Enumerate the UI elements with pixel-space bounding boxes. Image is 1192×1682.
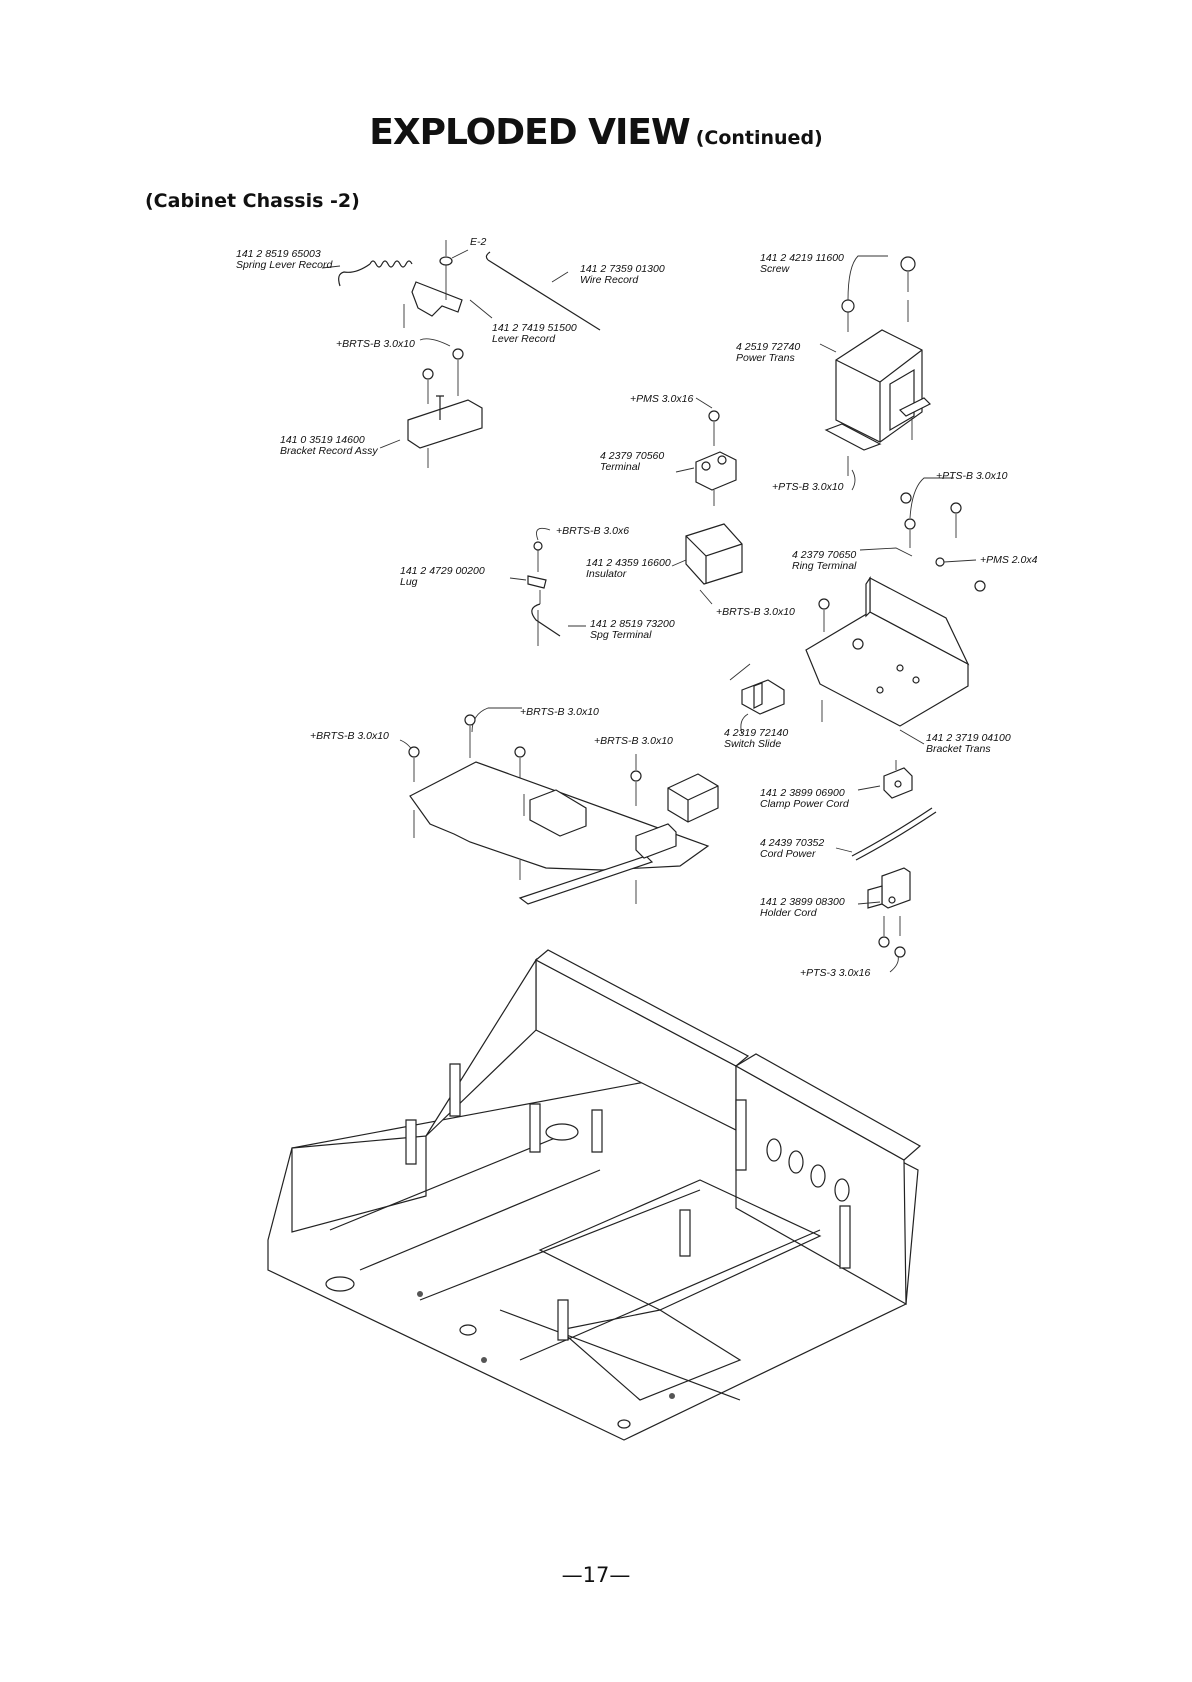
label-brts-b-screw-6: +BRTS-B 3.0x6 (556, 525, 630, 537)
label-brts-b-screw-4: +BRTS-B 3.0x10 (310, 730, 389, 742)
page-number: —17— (561, 1563, 631, 1587)
power-cord-assembly (835, 760, 937, 973)
terminal-assembly (509, 397, 743, 646)
title-suffix: (Continued) (695, 127, 823, 149)
label-brts-b-screw-1: +BRTS-B 3.0x10 (336, 338, 415, 350)
switch-slide-part (729, 663, 785, 735)
label-brts-b-screw-3: +BRTS-B 3.0x10 (520, 706, 599, 718)
label-pms-2-screw: +PMS 2.0x4 (980, 554, 1038, 566)
label-pts-b-screw-a: +PTS-B 3.0x10 (772, 481, 844, 493)
main-pcb-assembly (399, 707, 719, 905)
label-brts-b-screw-5: +BRTS-B 3.0x10 (594, 735, 673, 747)
page-title: EXPLODED VIEW(Continued) (0, 112, 1192, 153)
label-brts-b-screw-2: +BRTS-B 3.0x10 (716, 606, 795, 618)
power-transformer-assembly (819, 255, 932, 476)
label-e2: E-2 (470, 236, 487, 248)
label-pms-screw: +PMS 3.0x16 (630, 393, 694, 405)
bracket-trans-assembly (805, 469, 986, 745)
record-lever-assembly (321, 240, 601, 468)
label-pts-b-screw-b: +PTS-B 3.0x10 (936, 470, 1008, 482)
section-heading: (Cabinet Chassis -2) (145, 190, 360, 212)
label-pts-3-screw: +PTS-3 3.0x16 (800, 967, 871, 979)
cabinet-chassis (267, 949, 922, 1441)
title-main: EXPLODED VIEW (369, 112, 690, 153)
